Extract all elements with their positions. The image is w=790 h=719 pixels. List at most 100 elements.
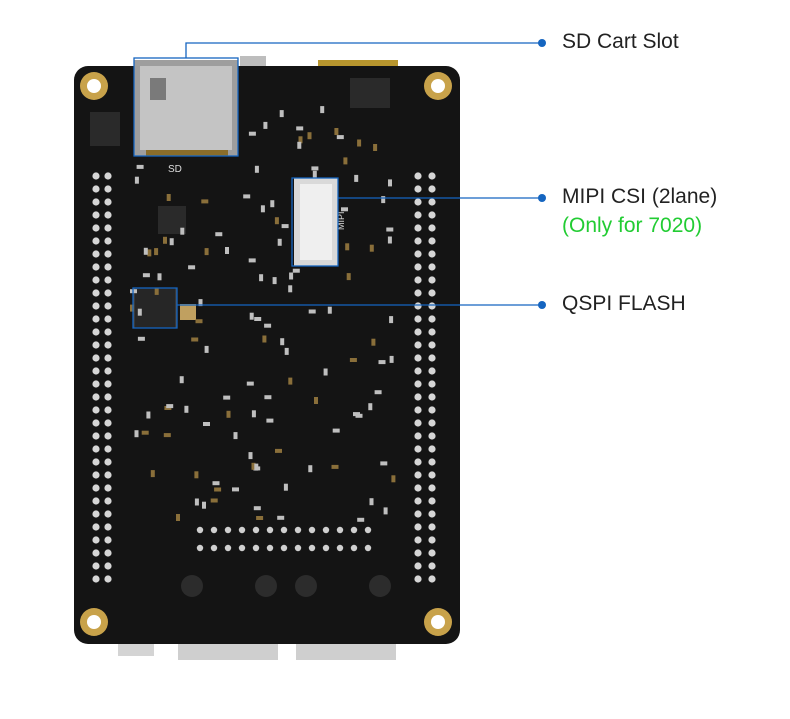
header-pin [196,544,204,552]
smd-part [203,422,210,426]
smd-part [163,236,167,244]
smd-part [157,273,162,281]
smd-part [387,236,392,244]
header-pin [92,445,100,453]
smd-part [179,376,184,384]
smd-part [137,336,145,341]
header-pin [428,393,436,401]
header-pin [428,575,436,583]
header-pin [414,510,422,518]
header-pin [414,198,422,206]
header-pin [428,510,436,518]
smd-part [349,358,357,362]
smd-part [166,194,171,201]
header-pin [92,354,100,362]
smd-part [243,194,251,199]
header-pin [104,315,112,323]
sd-leader-line [185,42,540,58]
header-pin [92,536,100,544]
header-pin [428,328,436,336]
smd-part [357,517,365,522]
smd-part [386,227,394,232]
smd-part [298,136,303,144]
header-pin [104,549,112,557]
smd-part [374,390,382,395]
smd-part [383,507,388,515]
header-pin [414,419,422,427]
header-pin [266,526,274,534]
header-pin [414,250,422,258]
smd-part [371,338,376,346]
smd-part [169,238,174,246]
header-pin [104,263,112,271]
small-crystal [180,304,196,320]
header-pin [104,250,112,258]
header-pin [92,172,100,180]
smd-part [389,355,394,363]
header-pin [428,289,436,297]
smd-part [256,516,264,520]
smd-part [225,247,229,254]
smd-part [141,430,149,435]
smd-part [279,110,284,118]
header-pin [414,354,422,362]
header-pin [414,380,422,388]
header-pin [104,575,112,583]
header-pin [92,419,100,427]
smd-part [346,273,351,281]
header-pin [308,526,316,534]
header-pin [104,367,112,375]
smd-part [232,487,239,492]
header-pin [92,185,100,193]
mipi-highlight-box [291,177,339,267]
bottom-holes [181,575,391,597]
header-pin [428,185,436,193]
sd-card-slot [134,60,238,156]
smd-part [254,463,259,471]
header-pin [104,380,112,388]
header-pin [364,544,372,552]
smd-part [134,430,139,438]
smd-part [154,248,159,256]
header-pin [104,497,112,505]
smd-part [204,345,209,353]
header-pin [428,302,436,310]
header-pin [210,526,218,534]
header-pin [104,445,112,453]
header-pin [104,289,112,297]
header-pin [414,211,422,219]
header-pin [322,526,330,534]
smd-part [380,461,388,466]
smd-part [233,432,238,440]
smd-part [201,199,209,204]
header-pin [238,544,246,552]
smd-part [343,157,348,165]
header-pin [104,237,112,245]
smd-part [188,265,196,270]
header-pin [414,302,422,310]
smd-part [260,205,265,213]
header-pin [104,328,112,336]
smd-part [262,335,267,343]
header-pin [92,458,100,466]
header-pin [428,263,436,271]
header-pin [92,315,100,323]
smd-part [251,462,256,470]
header-pin [196,526,204,534]
header-pin [104,224,112,232]
header-pin [428,354,436,362]
header-pin [414,549,422,557]
header-pin [294,526,302,534]
smd-part [194,471,199,479]
header-pin [414,237,422,245]
smd-part [320,106,325,114]
pin-headers [92,172,436,583]
header-pin [252,544,260,552]
header-pin [92,211,100,219]
smd-part [308,309,316,314]
smd-part [136,164,144,169]
header-pin [104,198,112,206]
smd-part [214,487,222,492]
header-pin [92,302,100,310]
